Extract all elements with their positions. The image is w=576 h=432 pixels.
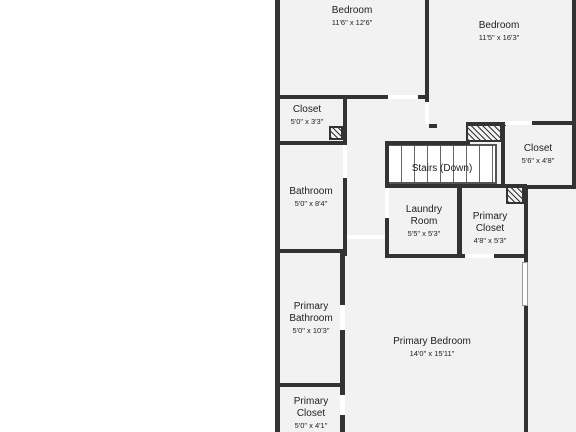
wall <box>457 188 462 256</box>
door-opening <box>340 305 345 330</box>
wall <box>466 122 506 126</box>
room-label-primary-bedroom: Primary Bedroom 14'0" x 15'11" <box>393 336 471 359</box>
door-opening <box>343 145 347 178</box>
room-dimensions: 5'0" x 3'3" <box>290 117 324 126</box>
wall <box>524 185 576 189</box>
room-label-bathroom: Bathroom 5'0" x 8'4" <box>289 186 332 209</box>
window <box>522 262 528 306</box>
room-name: Primary Closet <box>293 396 329 419</box>
wall <box>340 253 345 432</box>
door-opening <box>388 95 418 99</box>
room-label-closet-2: Closet 5'6" x 4'8" <box>522 143 555 166</box>
wall <box>418 95 429 99</box>
room-label-stairs: Stairs (Down) <box>412 163 473 175</box>
room-name: Bedroom <box>478 20 520 31</box>
room-label-closet-1: Closet 5'0" x 3'3" <box>291 104 324 127</box>
room-label-primary-bathroom: Primary Bathroom 5'0" x 10'3" <box>283 301 339 336</box>
room-dimensions: 11'6" x 12'6" <box>331 18 373 27</box>
room-name: Closet <box>523 143 553 154</box>
room-label-bedroom-2: Bedroom 11'5" x 16'3" <box>479 20 520 43</box>
wall <box>278 141 347 145</box>
door-opening <box>505 121 532 125</box>
wall <box>343 178 347 256</box>
room-dimensions: 5'5" x 5'3" <box>407 229 441 238</box>
room-name: Laundry Room <box>405 204 443 227</box>
room-name: Stairs (Down) <box>411 163 473 174</box>
room-name: Primary Closet <box>472 211 508 234</box>
room-dimensions: 5'6" x 4'8" <box>521 156 555 165</box>
wall <box>524 186 528 432</box>
wall <box>494 254 528 258</box>
wall <box>278 95 388 99</box>
room-name: Primary Bathroom <box>289 301 333 324</box>
room-dimensions: 5'0" x 10'3" <box>292 326 330 335</box>
duct-shaft <box>329 126 343 140</box>
room-dimensions: 5'0" x 8'4" <box>294 199 328 208</box>
duct-shaft <box>506 186 524 204</box>
room-label-primary-closet-1: Primary Closet 4'8" x 5'3" <box>467 211 513 246</box>
wall <box>343 95 347 145</box>
door-opening <box>465 254 494 258</box>
room-dimensions: 5'0" x 4'1" <box>294 421 328 430</box>
room-name: Primary Bedroom <box>393 336 471 347</box>
room-name: Bathroom <box>289 186 333 197</box>
wall <box>572 0 576 188</box>
room-name: Closet <box>292 104 322 115</box>
wall <box>275 0 280 432</box>
wall <box>532 121 576 125</box>
room-label-laundry: Laundry Room 5'5" x 5'3" <box>401 204 447 239</box>
room-dimensions: 11'5" x 16'3" <box>478 33 520 42</box>
room-dimensions: 14'0" x 15'11" <box>409 349 455 358</box>
wall <box>501 122 505 188</box>
room-name: Bedroom <box>331 5 373 16</box>
room-label-primary-closet-2: Primary Closet 5'0" x 4'1" <box>288 396 334 431</box>
door-opening <box>347 235 385 239</box>
room-dimensions: 4'8" x 5'3" <box>473 236 507 245</box>
wall <box>385 141 470 145</box>
wall <box>387 184 527 188</box>
door-opening <box>425 102 429 124</box>
wall <box>429 124 437 128</box>
wall <box>425 0 429 102</box>
wall <box>278 383 344 387</box>
door-opening <box>340 395 345 415</box>
wall <box>278 249 347 253</box>
room-label-bedroom-1: Bedroom 11'6" x 12'6" <box>332 5 373 28</box>
wall <box>385 254 465 258</box>
door-opening <box>385 188 389 218</box>
